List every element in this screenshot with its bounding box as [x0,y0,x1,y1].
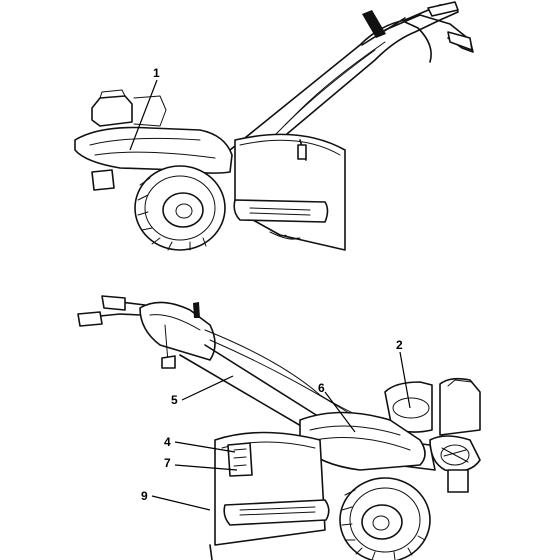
callout-9: 9 [141,489,148,503]
leader-4 [174,441,236,453]
callout-1: 1 [153,66,160,80]
leader-6 [324,391,356,433]
leader-9 [151,495,211,511]
callout-leaders [129,79,411,511]
callout-labels: 1 2 4 5 6 7 9 [141,66,403,503]
leader-7 [174,464,238,471]
callout-5: 5 [171,393,178,407]
leader-2 [399,351,411,409]
callout-7: 7 [164,456,171,470]
leader-1 [129,79,158,151]
tiller-top-view [74,1,474,251]
callout-2: 2 [396,338,403,352]
callout-4: 4 [164,435,171,449]
leader-5 [181,375,234,401]
tiller-bottom-view [77,295,481,560]
callout-6: 6 [318,381,325,395]
